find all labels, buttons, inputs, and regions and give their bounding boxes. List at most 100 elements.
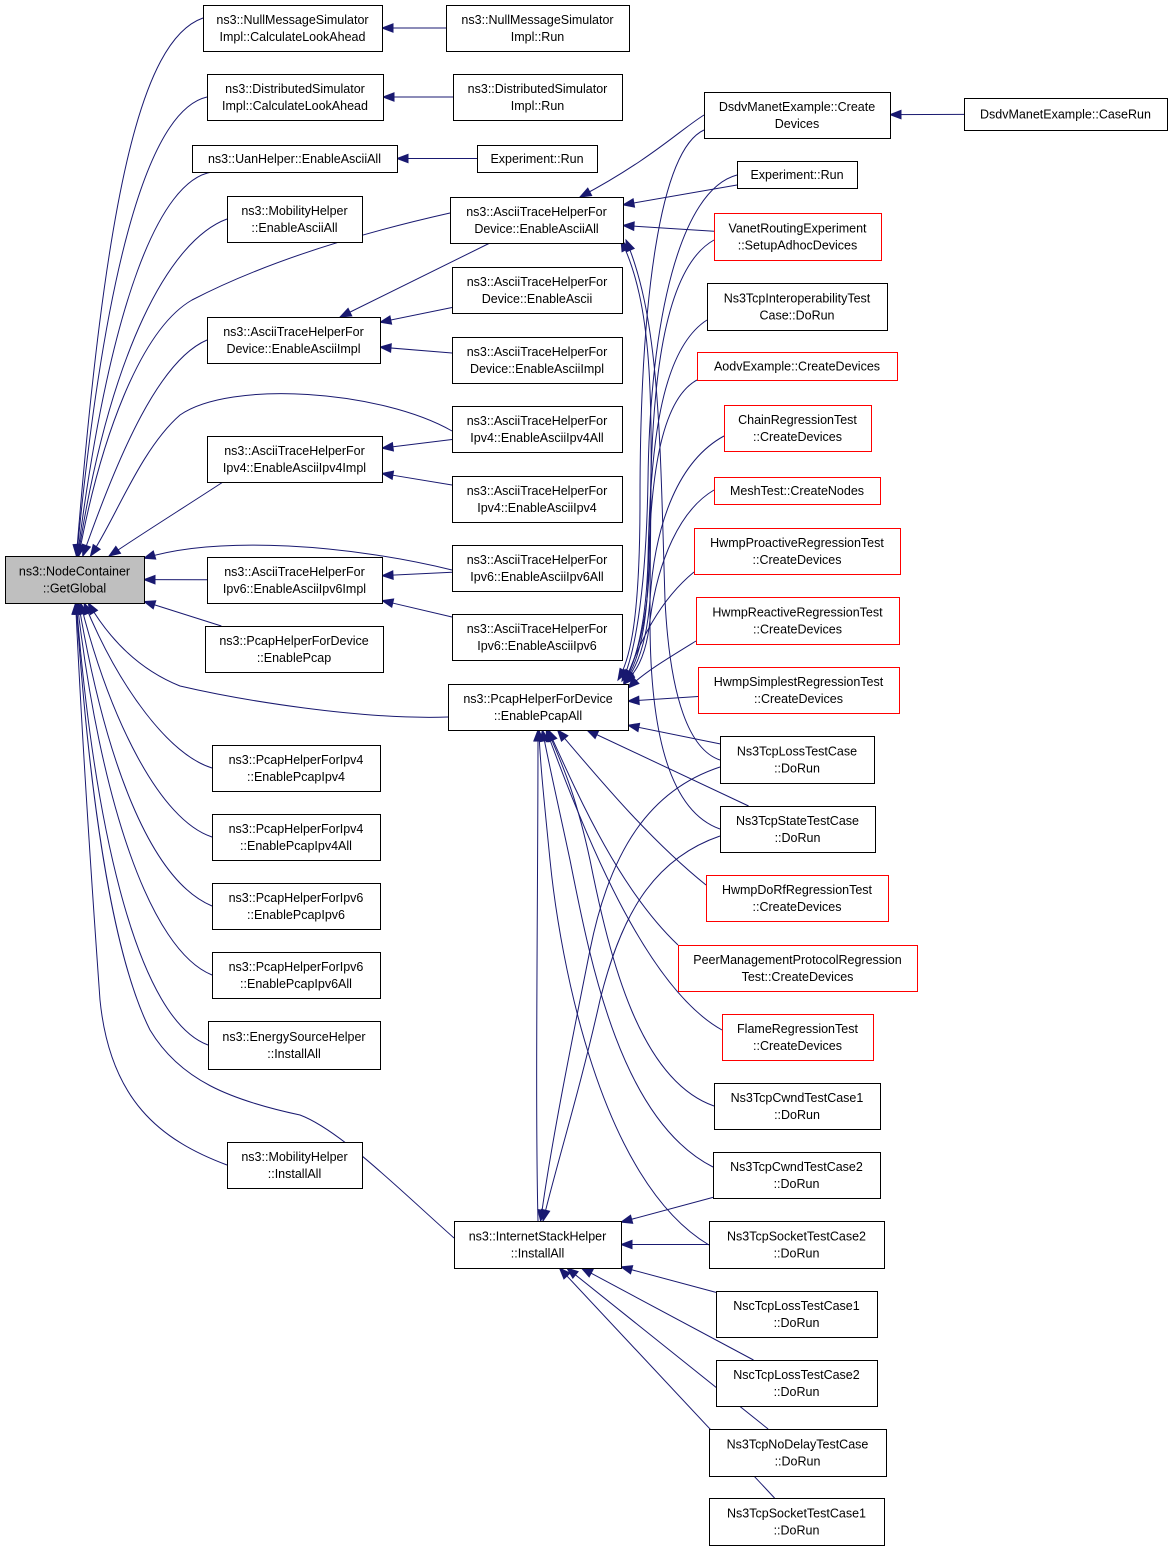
node-nsc2[interactable]: NscTcpLossTestCase2::DoRun [716, 1360, 878, 1407]
node-hwmp-sim[interactable]: HwmpSimplestRegressionTest::CreateDevice… [698, 667, 900, 714]
edge-dsdv_cd-to-phd_all [617, 129, 705, 681]
edge-nmsi_cla-to-root [75, 17, 204, 557]
node-label-line: Device::EnableAsciiImpl [470, 362, 604, 376]
node-box [706, 875, 889, 922]
node-mesh[interactable]: MeshTest::CreateNodes [714, 477, 881, 505]
node-label-line: ns3::AsciiTraceHelperFor [223, 325, 364, 339]
node-label-line: ::DoRun [774, 1247, 820, 1261]
edge-ati4_all-to-ati4_impl [381, 439, 453, 449]
node-exp-run1[interactable]: Experiment::Run [477, 145, 598, 173]
node-ati4[interactable]: ns3::AsciiTraceHelperForIpv4::EnableAsci… [452, 476, 623, 523]
node-nmsi-cla[interactable]: ns3::NullMessageSimulatorImpl::Calculate… [203, 5, 383, 52]
node-sock1[interactable]: Ns3TcpSocketTestCase1::DoRun [709, 1498, 885, 1546]
node-label-line: ::EnablePcapIpv4All [240, 839, 352, 853]
node-ati4-all[interactable]: ns3::AsciiTraceHelperForIpv4::EnableAsci… [452, 406, 623, 453]
node-vanet[interactable]: VanetRoutingExperiment::SetupAdhocDevice… [714, 213, 882, 261]
node-ati6[interactable]: ns3::AsciiTraceHelperForIpv6::EnableAsci… [452, 614, 623, 661]
node-flame[interactable]: FlameRegressionTest::CreateDevices [722, 1014, 874, 1061]
node-box [709, 1221, 885, 1269]
node-label-line: ::DoRun [774, 1108, 820, 1122]
node-sock2[interactable]: Ns3TcpSocketTestCase2::DoRun [709, 1221, 885, 1269]
node-label-line: ns3::PcapHelperForIpv6 [229, 891, 364, 905]
edge-phi6_all-to-root [76, 602, 213, 976]
node-state[interactable]: Ns3TcpStateTestCase::DoRun [720, 806, 876, 853]
node-ati6-all[interactable]: ns3::AsciiTraceHelperForIpv6::EnableAsci… [452, 545, 623, 592]
node-atd-impl2[interactable]: ns3::AsciiTraceHelperForDevice::EnableAs… [452, 337, 623, 384]
node-box [964, 98, 1168, 131]
edge-phd_pcap-to-root [143, 601, 222, 627]
node-dsdv-run[interactable]: DsdvManetExample::CaseRun [964, 98, 1168, 131]
node-phd-pcap[interactable]: ns3::PcapHelperForDevice::EnablePcap [205, 626, 384, 673]
node-ish[interactable]: ns3::InternetStackHelper::InstallAll [454, 1221, 622, 1269]
edge-phi4_all-to-root [79, 602, 213, 838]
node-label-line: Ns3TcpStateTestCase [736, 814, 859, 828]
node-box [714, 1083, 881, 1130]
node-pmp[interactable]: PeerManagementProtocolRegressionTest::Cr… [678, 945, 918, 992]
node-ati6-impl[interactable]: ns3::AsciiTraceHelperForIpv6::EnableAsci… [207, 557, 383, 604]
nodes-layer: ns3::NodeContainer::GetGlobal ns3::NullMe… [5, 5, 1168, 1546]
node-box [714, 477, 881, 505]
node-label-line: Experiment::Run [750, 168, 843, 182]
edge-chain-to-phd_all [623, 435, 725, 684]
node-atd-impl[interactable]: ns3::AsciiTraceHelperForDevice::EnableAs… [207, 317, 381, 364]
edge-atd_impl-to-root [82, 339, 208, 557]
node-exp-run2[interactable]: Experiment::Run [737, 161, 858, 189]
edge-hwmp_dorf-to-phd_all [557, 729, 707, 886]
node-mob-ascii[interactable]: ns3::MobilityHelper::EnableAsciiAll [227, 196, 363, 243]
edge-dsdv_cd-to-atd_all [579, 114, 705, 198]
node-box [448, 684, 629, 731]
node-ati4-impl[interactable]: ns3::AsciiTraceHelperForIpv4::EnableAsci… [207, 436, 383, 483]
node-dsdv-cd[interactable]: DsdvManetExample::CreateDevices [704, 92, 891, 139]
edge-aodv-to-phd_all [623, 379, 698, 683]
node-box [709, 1429, 887, 1477]
node-label-line: ns3::MobilityHelper [241, 1150, 347, 1164]
node-phi6[interactable]: ns3::PcapHelperForIpv6::EnablePcapIpv6 [212, 883, 381, 930]
edge-arrowhead [380, 470, 395, 481]
node-nsc1[interactable]: NscTcpLossTestCase1::DoRun [716, 1291, 878, 1338]
node-label-line: Ipv6::EnableAsciiIpv6All [470, 570, 603, 584]
node-label-line: ns3::AsciiTraceHelperFor [467, 275, 608, 289]
edge-cwnd2-to-phd_all [541, 729, 714, 1168]
edge-ati6_all-to-ati6_impl [381, 571, 453, 577]
edge-phi4-to-root [83, 602, 213, 769]
edge-ati4-to-ati4_impl [381, 472, 453, 486]
node-label-line: ::CreateDevices [753, 553, 842, 567]
node-nodelay[interactable]: Ns3TcpNoDelayTestCase::DoRun [709, 1429, 887, 1477]
node-dsi-cla[interactable]: ns3::DistributedSimulatorImpl::Calculate… [207, 74, 384, 121]
node-label-line: ::EnablePcapIpv4 [247, 770, 345, 784]
node-atd-all[interactable]: ns3::AsciiTraceHelperForDevice::EnableAs… [450, 197, 624, 244]
node-mob-inst[interactable]: ns3::MobilityHelper::InstallAll [227, 1142, 363, 1189]
edge-ati4_all-to-root [90, 393, 453, 557]
node-aodv[interactable]: AodvExample::CreateDevices [697, 352, 898, 381]
node-cwnd2[interactable]: Ns3TcpCwndTestCase2::DoRun [713, 1152, 881, 1199]
edge-arrowhead [626, 695, 640, 706]
node-label-line: ns3::AsciiTraceHelperFor [467, 622, 608, 636]
node-chain[interactable]: ChainRegressionTest::CreateDevices [724, 405, 872, 452]
node-uan[interactable]: ns3::UanHelper::EnableAsciiAll [192, 145, 398, 173]
node-label-line: ::InstallAll [268, 1167, 322, 1181]
node-label-line: ns3::PcapHelperForDevice [219, 634, 368, 648]
node-box [737, 161, 858, 189]
node-label-line: HwmpProactiveRegressionTest [710, 536, 884, 550]
node-hwmp-pro[interactable]: HwmpProactiveRegressionTest::CreateDevic… [694, 528, 901, 575]
edge-arrowhead [395, 153, 409, 164]
node-box [450, 197, 624, 244]
node-loss[interactable]: Ns3TcpLossTestCase::DoRun [720, 736, 875, 784]
node-hwmp-rea[interactable]: HwmpReactiveRegressionTest::CreateDevice… [696, 597, 900, 645]
edge-cwnd1-to-phd_all [547, 729, 715, 1107]
node-phi6-all[interactable]: ns3::PcapHelperForIpv6::EnablePcapIpv6Al… [212, 952, 381, 999]
node-hwmp-dorf[interactable]: HwmpDoRfRegressionTest::CreateDevices [706, 875, 889, 922]
node-phi4[interactable]: ns3::PcapHelperForIpv4::EnablePcapIpv4 [212, 745, 381, 792]
edge-arrowhead [380, 570, 394, 581]
node-esh[interactable]: ns3::EnergySourceHelper::InstallAll [208, 1021, 381, 1070]
node-phd-all[interactable]: ns3::PcapHelperForDevice::EnablePcapAll [448, 684, 629, 731]
node-cwnd1[interactable]: Ns3TcpCwndTestCase1::DoRun [714, 1083, 881, 1130]
node-atd-ascii[interactable]: ns3::AsciiTraceHelperForDevice::EnableAs… [452, 267, 623, 314]
node-root[interactable]: ns3::NodeContainer::GetGlobal [5, 556, 145, 604]
node-label-line: ns3::NullMessageSimulator [216, 13, 368, 27]
node-phi4-all[interactable]: ns3::PcapHelperForIpv4::EnablePcapIpv4Al… [212, 814, 381, 861]
node-label-line: ns3::AsciiTraceHelperFor [467, 345, 608, 359]
